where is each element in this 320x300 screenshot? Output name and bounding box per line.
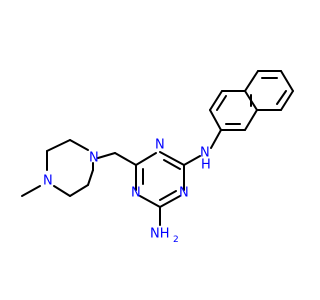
- bond-naph-10: [280, 90, 294, 111]
- atom-n-link: N: [200, 146, 210, 161]
- atom-nh2: NH: [150, 227, 170, 242]
- bond-pip-2: [46, 139, 71, 152]
- bond-pip-4: [53, 185, 71, 197]
- bond-naph-2: [209, 90, 223, 111]
- bond-triazine-ch2: [114, 152, 137, 166]
- bond-naph-d1: [216, 95, 227, 111]
- bond-ring-n-bottom-c-bottom: [159, 195, 181, 208]
- bond-ring-c-left-n-top: [135, 152, 157, 166]
- atom-h-link: H: [201, 158, 211, 173]
- molecule-diagram: N H N N N NH 2 N N: [21, 70, 294, 246]
- bond-nh-naphthyl: [210, 129, 222, 149]
- atom-nh2-subscript: 2: [173, 235, 179, 245]
- bond-naph-5: [244, 109, 258, 131]
- bond-triazine-nh: [183, 155, 201, 166]
- atom-n-triazine-right: N: [179, 186, 189, 201]
- atom-labels: N H N N N NH 2 N N: [43, 138, 211, 246]
- bond-pip-5: [69, 184, 89, 197]
- bond-pip-1: [69, 139, 89, 151]
- structure-canvas: N H N N N NH 2 N N: [21, 70, 294, 246]
- bond-naph-9: [280, 70, 294, 92]
- bond-ring-n-top-c-right: [159, 151, 185, 166]
- bonds: [21, 70, 294, 226]
- bond-ring-double-1: [163, 159, 181, 170]
- bond-naph-7: [244, 70, 259, 92]
- bond-methyl: [21, 185, 41, 197]
- bond-pip-7: [87, 169, 94, 186]
- bond-ch2-piperazine: [97, 152, 116, 159]
- atom-n-piperazine-2: N: [43, 174, 53, 189]
- bond-naph-1: [209, 109, 222, 131]
- bond-ring-double-3: [159, 190, 177, 201]
- atom-n-piperazine-1: N: [89, 151, 99, 166]
- atom-n-triazine-top: N: [155, 138, 165, 153]
- bond-ring-c-bottom-n-left: [139, 195, 161, 208]
- atom-n-triazine-left: N: [131, 186, 141, 201]
- bond-naph-d4: [276, 90, 287, 105]
